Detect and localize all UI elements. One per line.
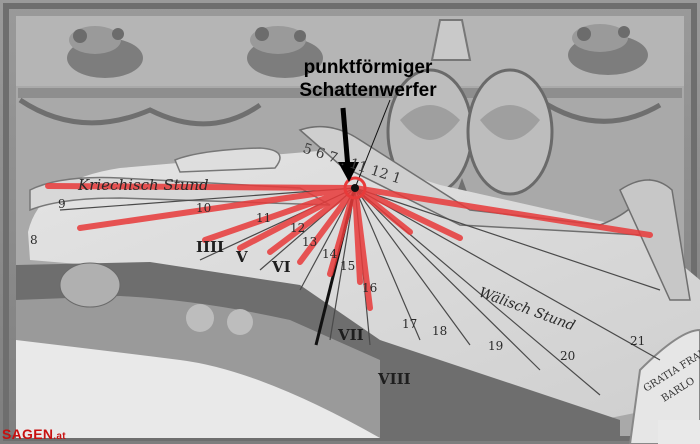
inscription-medallion bbox=[628, 328, 700, 444]
gnomon-highlight-circle bbox=[343, 176, 367, 200]
hour-number: 15 bbox=[340, 259, 355, 273]
cherub-1 bbox=[186, 304, 214, 332]
cornice-line bbox=[18, 88, 682, 98]
roman-numeral: VI bbox=[271, 258, 291, 276]
scroll-roll-left bbox=[59, 262, 121, 308]
roman-numeral: IIII bbox=[196, 238, 224, 256]
column-base bbox=[658, 420, 700, 444]
flower-basket-center bbox=[247, 26, 323, 78]
roman-numeral: V bbox=[235, 248, 248, 266]
garland-right bbox=[538, 97, 662, 124]
flower-basket-left bbox=[67, 26, 143, 78]
highlight-lines bbox=[45, 183, 653, 311]
hour-number: 20 bbox=[560, 349, 575, 363]
watermark-logo: SAGEN.at bbox=[2, 426, 66, 442]
hour-number: 16 bbox=[362, 281, 377, 295]
garland-left bbox=[18, 97, 262, 127]
hour-number: 18 bbox=[432, 324, 447, 338]
roman-numeral: VII bbox=[337, 326, 364, 344]
coat-of-arms bbox=[386, 19, 554, 200]
flower-basket-right bbox=[568, 24, 648, 75]
scroll-curl-left bbox=[174, 147, 281, 173]
hour-number: 21 bbox=[630, 334, 645, 348]
hour-number: 10 bbox=[196, 201, 211, 215]
annotation-line-1: punktförmiger bbox=[303, 57, 433, 78]
annotation-line-2: Schattenwerfer bbox=[299, 80, 437, 101]
hour-numbers: 10 11 12 13 14 15 16 17 18 19 20 21 9 8 bbox=[30, 197, 645, 363]
scroll-curl-right bbox=[619, 179, 691, 301]
plaster-damage bbox=[16, 340, 380, 438]
hour-number: 14 bbox=[322, 247, 338, 261]
annotation-arrow-shaft bbox=[340, 107, 351, 169]
watermark-name: SAGEN bbox=[2, 426, 54, 442]
roman-numerals: IIII V VI VII VIII bbox=[196, 238, 411, 388]
hour-number: 13 bbox=[302, 235, 317, 249]
hour-number: 9 bbox=[58, 197, 66, 211]
gnomon-rod bbox=[354, 99, 391, 189]
cherub-2 bbox=[227, 309, 253, 335]
hour-number: 19 bbox=[488, 339, 503, 353]
scroll-label-left: Kriechisch Stund bbox=[77, 176, 209, 194]
roman-numeral: VIII bbox=[377, 370, 411, 388]
hour-number: 11 bbox=[256, 211, 271, 225]
annotation-label: punktförmiger Schattenwerfer bbox=[268, 56, 468, 102]
hour-number: 8 bbox=[30, 233, 38, 247]
hour-number: 17 bbox=[402, 317, 417, 331]
watermark-tld: .at bbox=[53, 431, 66, 442]
annotation-arrow-head bbox=[338, 162, 359, 182]
hour-number: 12 bbox=[290, 221, 305, 235]
gnomon-point bbox=[351, 184, 359, 192]
